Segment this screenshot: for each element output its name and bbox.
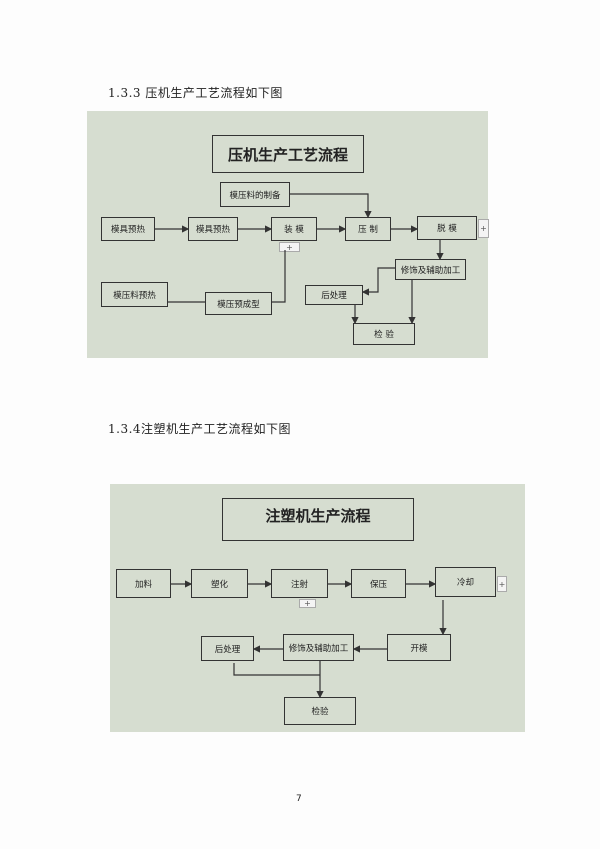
add-row-button[interactable]: +	[279, 242, 300, 252]
section-heading-2: 1.3.4注塑机生产工艺流程如下图	[108, 422, 292, 436]
step-material-prep: 模压料的制备	[220, 182, 290, 207]
press-flowchart	[87, 111, 488, 358]
step-material-preheat: 模压料预热	[101, 282, 168, 307]
step-preform: 模压预成型	[205, 292, 272, 315]
step-feed: 加料	[116, 569, 171, 598]
step-mold-preheat-1: 模具预热	[101, 217, 155, 241]
step-inspect: 检 验	[353, 323, 415, 345]
add-row-button-2[interactable]: +	[299, 599, 316, 608]
injection-flowchart	[110, 484, 525, 732]
flowchart-title-2: 注塑机生产流程	[222, 498, 414, 541]
step-open-mold: 开模	[387, 634, 451, 661]
flowchart-title: 压机生产工艺流程	[212, 135, 364, 173]
add-column-button[interactable]: +	[478, 219, 489, 238]
step-finish: 修饰及辅助加工	[395, 259, 466, 280]
page-number: 7	[296, 794, 302, 804]
add-column-button-2[interactable]: +	[497, 576, 507, 592]
section-heading-1: 1.3.3 压机生产工艺流程如下图	[108, 86, 283, 100]
